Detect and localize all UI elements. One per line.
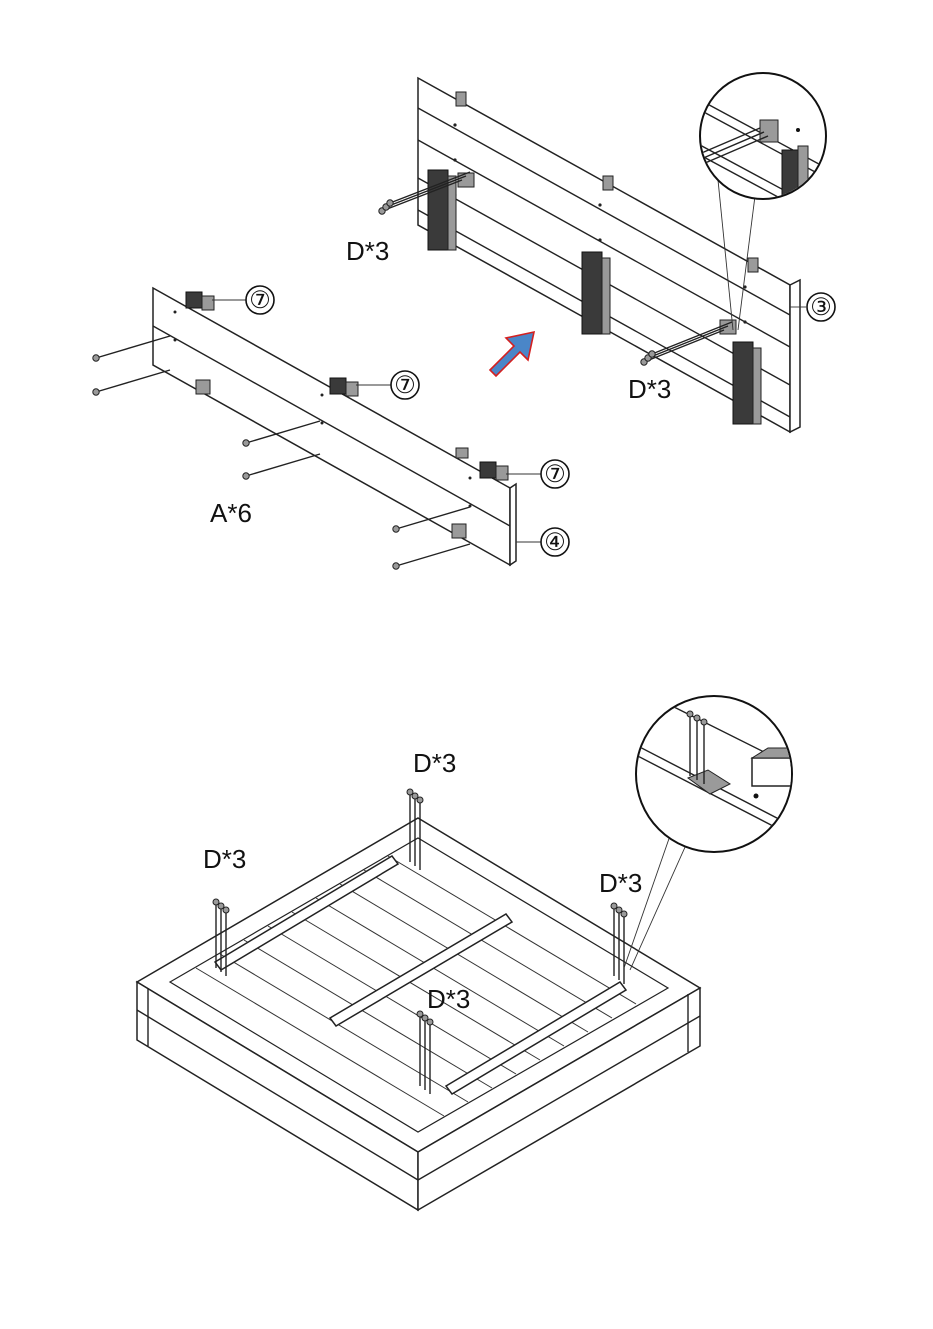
part-number-brace-1: ⑦ [249, 287, 271, 314]
back-panel-post-right [733, 342, 761, 424]
part-number-brace-3: ⑦ [544, 461, 566, 488]
zoom-detail-sandbox [624, 696, 800, 970]
screws-center [417, 1011, 433, 1094]
screw-label-front: A*6 [210, 498, 252, 528]
screw-label-left: D*3 [203, 844, 246, 874]
screws-top [407, 789, 423, 870]
part-number-brace-2: ⑦ [394, 372, 416, 399]
front-panel-assembly: ⑦ ⑦ ⑦ ④ A*6 [93, 286, 569, 569]
screw-label-right: D*3 [599, 868, 642, 898]
screw-label-back-left: D*3 [346, 236, 389, 266]
screw-label-back-right: D*3 [628, 374, 671, 404]
screw-label-center: D*3 [427, 984, 470, 1014]
back-panel-post-middle [582, 252, 610, 334]
part-number-back-panel: ③ [810, 294, 832, 321]
screws-right [611, 903, 627, 984]
part-number-front-panel: ④ [544, 529, 566, 556]
screws-left [213, 899, 229, 976]
sandbox-assembly: D*3 D*3 D*3 D*3 [137, 748, 700, 1210]
direction-arrow [490, 332, 534, 376]
screw-label-top: D*3 [413, 748, 456, 778]
